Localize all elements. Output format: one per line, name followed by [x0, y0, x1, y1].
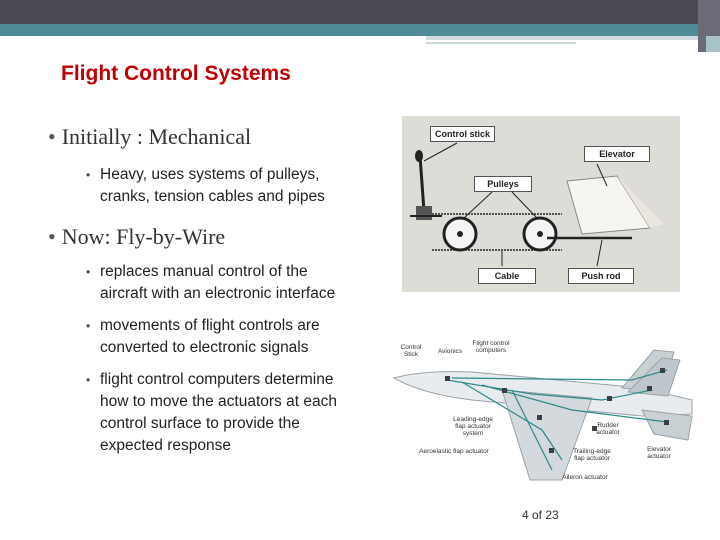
bullet-fly-by-wire: •Now: Fly-by-Wire — [48, 224, 225, 250]
bullet-mechanical: •Initially : Mechanical — [48, 124, 251, 150]
sub-bullet-line: control surface to provide the — [100, 415, 300, 432]
sub-bullet-line: aircraft with an electronic interface — [100, 285, 336, 302]
header-bar — [0, 0, 720, 24]
mechanical-control-diagram: Control stick Elevator Pulleys Cable Pus… — [402, 116, 680, 292]
sub-bullet-dot-icon: • — [86, 168, 91, 182]
label-avionics: Avionics — [437, 348, 463, 355]
sub-bullet-line: converted to electronic signals — [100, 339, 309, 356]
label-aileron-actuator: Aileron actuator — [562, 474, 608, 481]
slide-title: Flight Control Systems — [61, 62, 291, 85]
label-flight-control-computers: Flight control computers — [472, 340, 510, 354]
aircraft-illustration — [392, 349, 693, 481]
label-cable: Cable — [478, 268, 536, 284]
page-number: 4 of 23 — [522, 508, 559, 522]
label-aeroelastic-flap: Aeroelastic flap actuator — [419, 448, 489, 455]
sub-bullet-line: flight control computers determine — [100, 371, 334, 388]
sub-bullet-line: cranks, tension cables and pipes — [100, 188, 325, 205]
sub-bullet-line: movements of flight controls are — [100, 317, 320, 334]
bullet-dot-icon: • — [48, 224, 56, 249]
bullet-dot-icon: • — [48, 124, 56, 149]
sub-bullet-line: how to move the actuators at each — [100, 393, 337, 410]
sub-bullet-line: expected response — [100, 437, 231, 454]
header-accent-line — [426, 36, 720, 40]
sub-bullet-dot-icon: • — [86, 319, 91, 333]
sub-bullet-dot-icon: • — [86, 265, 91, 279]
sub-bullet-line: replaces manual control of the — [100, 263, 308, 280]
label-push-rod: Push rod — [568, 268, 634, 284]
label-pulleys: Pulleys — [474, 176, 532, 192]
label-leading-edge-flap: Leading-edge flap actuator system — [453, 416, 493, 437]
label-rudder-actuator: Rudder actuator — [596, 422, 620, 436]
sub-bullet-heavy: • Heavy, uses systems of pulleys, cranks… — [86, 164, 325, 208]
sub-bullet-movements: • movements of flight controls are conve… — [86, 315, 320, 359]
fly-by-wire-diagram: Control Stick Avionics Flight control co… — [392, 330, 710, 490]
mechanical-linkage-illustration — [410, 142, 664, 267]
sub-bullet-replaces: • replaces manual control of the aircraf… — [86, 261, 336, 305]
label-fbw-control-stick: Control Stick — [400, 344, 422, 358]
label-elevator: Elevator — [584, 146, 650, 162]
header-accent-line-short — [426, 42, 576, 44]
label-control-stick: Control stick — [430, 126, 496, 142]
sub-bullet-dot-icon: • — [86, 373, 91, 387]
label-trailing-edge-flap: Trailing-edge flap actuator — [573, 448, 611, 462]
header-corner-accent — [706, 36, 720, 52]
sub-bullet-computers: • flight control computers determine how… — [86, 369, 337, 457]
label-elevator-actuator: Elevator actuator — [647, 446, 671, 460]
bullet-text: Now: Fly-by-Wire — [61, 224, 226, 249]
sub-bullet-line: Heavy, uses systems of pulleys, — [100, 166, 320, 183]
bullet-text: Initially : Mechanical — [61, 124, 252, 149]
header-accent-bar — [0, 24, 720, 36]
